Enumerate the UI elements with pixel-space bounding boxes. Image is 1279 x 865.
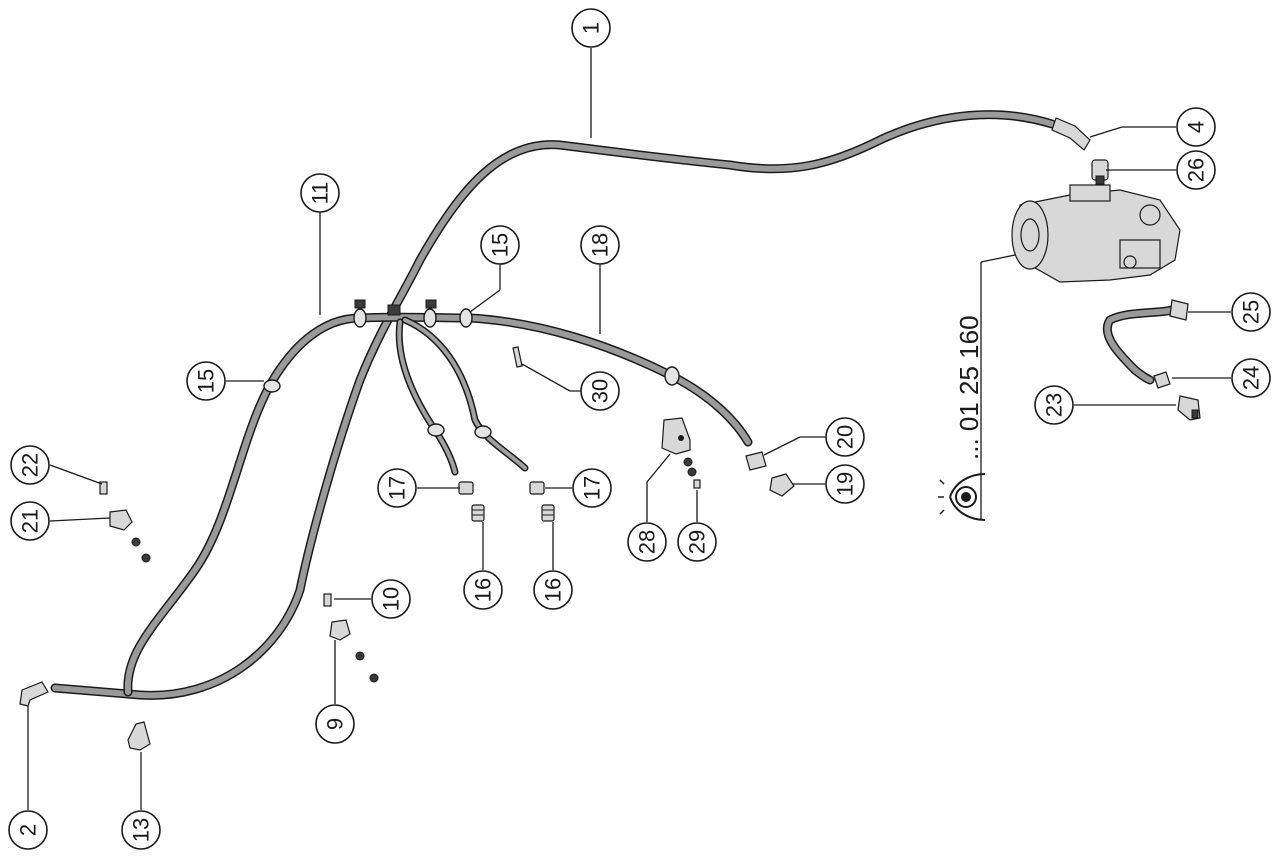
nut-17-right	[529, 481, 545, 495]
svg-text:23: 23	[1042, 393, 1067, 417]
fitting-25	[1169, 299, 1189, 321]
leader-lines	[27, 48, 1231, 810]
callout: 19	[825, 464, 865, 504]
hose-clamps	[263, 299, 680, 439]
screw-10	[323, 593, 332, 607]
svg-text:16: 16	[471, 578, 496, 602]
clamp-15-left	[263, 379, 281, 393]
pump-assembly	[1011, 184, 1181, 283]
clip-21	[109, 509, 151, 563]
callout: 18	[580, 225, 620, 265]
clip-junction-3	[425, 299, 437, 309]
svg-text:25: 25	[1239, 300, 1264, 324]
pin-30	[512, 346, 523, 368]
hose-11	[123, 313, 365, 697]
svg-text:13: 13	[129, 818, 154, 842]
hose-18	[355, 312, 753, 447]
svg-text:4: 4	[1184, 121, 1209, 133]
callout: 17	[572, 468, 612, 508]
callout: 10	[371, 579, 411, 619]
svg-text:28: 28	[635, 530, 660, 554]
part-19	[769, 473, 795, 497]
svg-text:11: 11	[308, 182, 333, 205]
callout: 4	[1176, 107, 1216, 147]
callout: 1	[571, 8, 611, 48]
svg-text:2: 2	[16, 824, 41, 836]
hose-1	[50, 110, 1057, 700]
svg-text:17: 17	[385, 476, 410, 500]
callout: 2	[8, 810, 48, 850]
svg-text:18: 18	[588, 233, 613, 257]
callout: 15	[480, 225, 520, 265]
clamp-15-upper	[459, 308, 473, 328]
svg-text:16: 16	[541, 578, 566, 602]
branch-hose-right	[401, 316, 529, 472]
callout: 16	[463, 570, 503, 610]
clamp-branch-left	[427, 423, 445, 437]
svg-text:15: 15	[488, 233, 513, 257]
callout: 24	[1231, 358, 1271, 398]
reference-number: ... 01 25 160	[954, 315, 984, 460]
clip-junction	[387, 304, 401, 316]
part-23	[1177, 395, 1201, 421]
clip-junction-2	[354, 299, 366, 309]
svg-text:20: 20	[833, 425, 858, 449]
svg-text:30: 30	[588, 379, 613, 403]
svg-text:19: 19	[833, 472, 858, 496]
callout: 13	[121, 810, 161, 850]
fitting-2	[19, 681, 49, 707]
callout: 30	[580, 371, 620, 411]
svg-text:24: 24	[1239, 366, 1264, 390]
fitting-13	[127, 721, 151, 751]
callout: 9	[315, 704, 355, 744]
part-20	[745, 451, 767, 471]
callout: 28	[627, 522, 667, 562]
clamp-junction-a	[353, 308, 367, 328]
hose-25	[1102, 303, 1185, 385]
callout: 11	[300, 173, 340, 213]
callout: 29	[677, 522, 717, 562]
fitting-26	[1091, 159, 1109, 185]
nut-17-left	[458, 481, 474, 495]
svg-text:15: 15	[194, 369, 219, 393]
screw-22	[99, 481, 108, 495]
callout: 20	[825, 417, 865, 457]
callout: 26	[1176, 150, 1216, 190]
callout: 23	[1034, 385, 1074, 425]
clamp-branch-right	[474, 425, 492, 439]
bracket-28	[661, 417, 691, 455]
callout: 15	[186, 361, 226, 401]
eye-icon	[938, 473, 986, 521]
svg-text:9: 9	[323, 718, 348, 730]
svg-text:26: 26	[1184, 158, 1209, 182]
svg-text:21: 21	[18, 509, 43, 533]
branch-hose-left	[395, 318, 459, 476]
callout: 25	[1231, 292, 1271, 332]
spring-16-right	[541, 504, 555, 522]
svg-text:1: 1	[579, 22, 604, 34]
svg-text:10: 10	[379, 587, 404, 611]
bolt-29	[683, 457, 701, 489]
svg-text:22: 22	[18, 453, 43, 477]
clamp-junction-b	[423, 308, 437, 328]
callout: 22	[10, 445, 50, 485]
callout: 21	[10, 501, 50, 541]
clip-9	[329, 619, 379, 683]
callout: 17	[377, 468, 417, 508]
callouts: 1 4 26 25 24 23 11 15 18 15 30 20 19 17 …	[8, 8, 1271, 850]
svg-text:17: 17	[580, 476, 605, 500]
part-24	[1153, 371, 1171, 389]
callout: 16	[533, 570, 573, 610]
fitting-4	[1051, 117, 1091, 151]
clamp-18	[664, 366, 680, 386]
svg-text:29: 29	[685, 530, 710, 554]
spring-16-left	[471, 504, 485, 522]
